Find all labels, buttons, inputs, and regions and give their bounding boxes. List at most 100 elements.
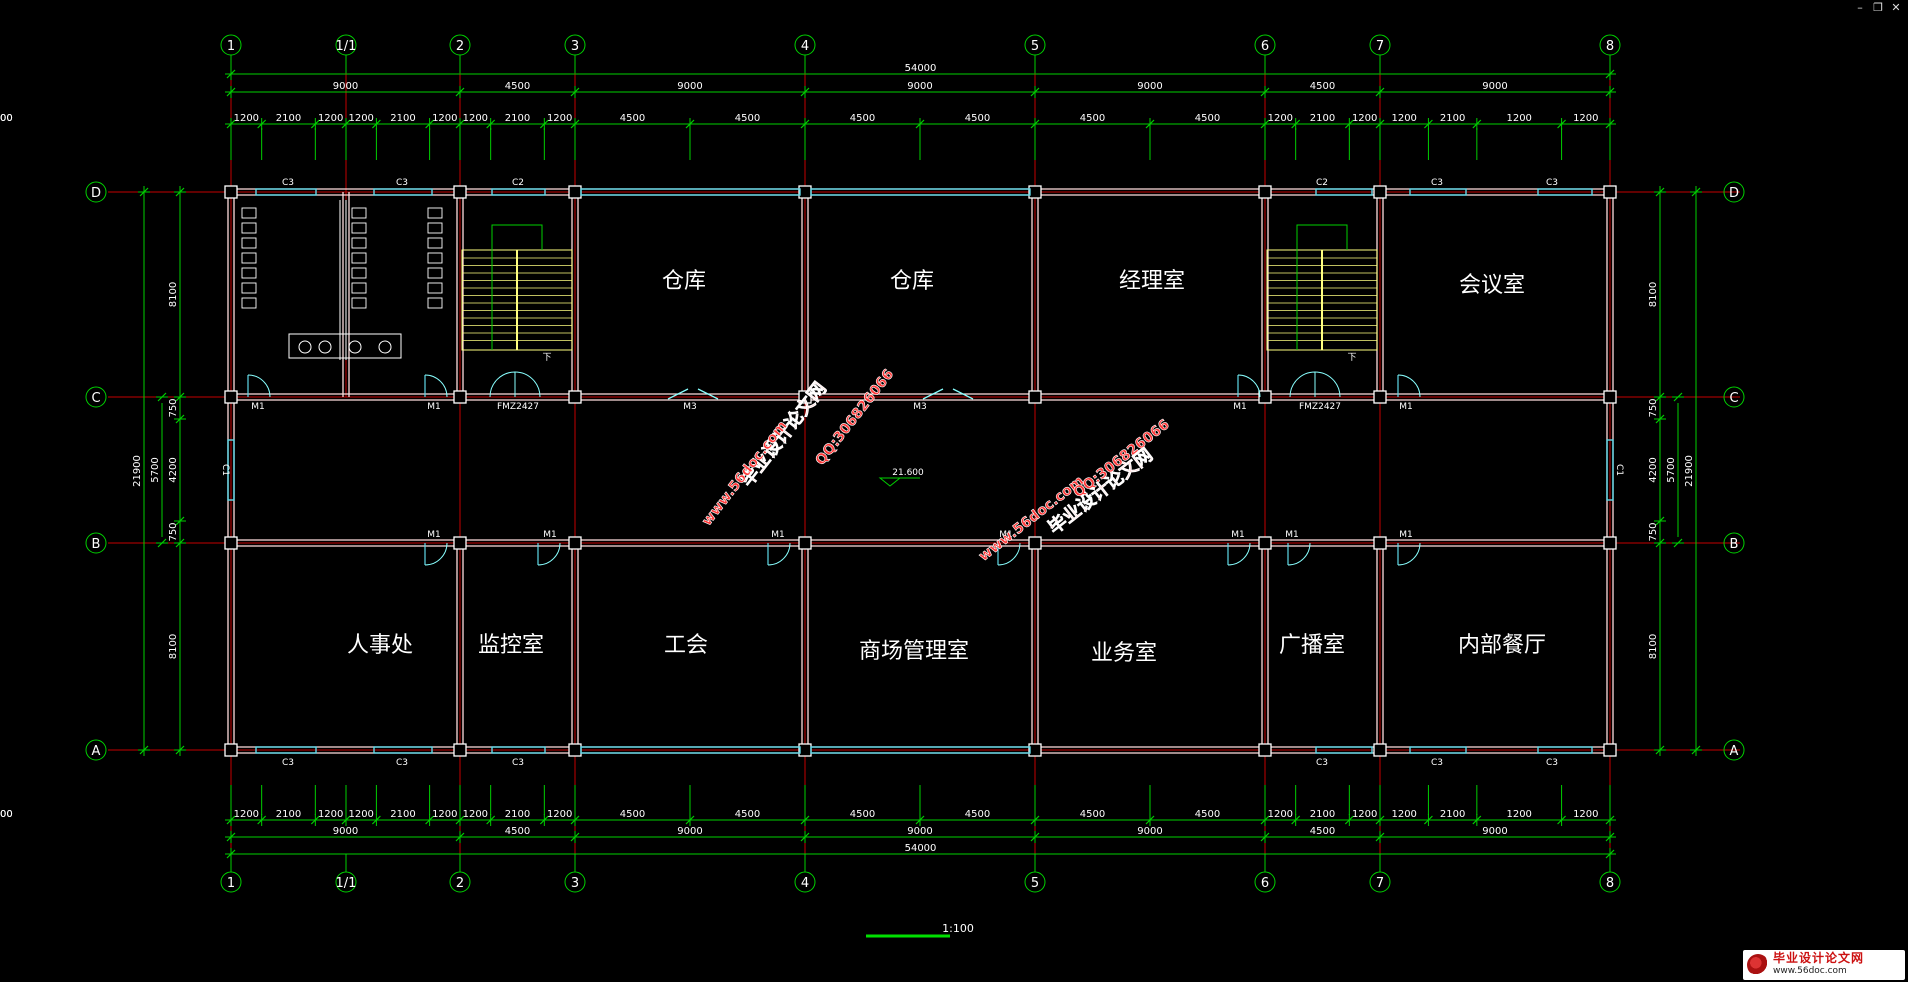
dim-text: 8100: [168, 282, 179, 307]
room-label: 人事处: [347, 633, 413, 658]
dim-text: 9000: [1482, 826, 1507, 837]
dim-slash: [425, 815, 435, 825]
door-swing: [424, 542, 448, 566]
grid-label-3: 3: [571, 39, 579, 54]
door-swing: [1227, 542, 1251, 566]
door-label: M1: [1231, 530, 1245, 540]
grid-label-7: 7: [1376, 39, 1384, 54]
grid-label-A: A: [1730, 744, 1739, 759]
window-label: C3: [512, 758, 524, 768]
column: [1373, 536, 1387, 550]
dim-text: 1200: [318, 809, 343, 820]
grid-label-1: 1: [227, 39, 235, 54]
scale-label: 1:100: [942, 922, 974, 935]
column: [224, 536, 238, 550]
door-leaf: [667, 388, 689, 400]
grid-label-C: C: [1729, 391, 1738, 406]
dim-slash: [1423, 119, 1433, 129]
minimize-button[interactable]: –: [1857, 1, 1863, 14]
close-button[interactable]: ✕: [1891, 1, 1901, 14]
dim-slash: [175, 414, 185, 424]
dim-text: 1200: [0, 809, 13, 820]
dim-text: 1200: [463, 809, 488, 820]
dim-slash: [1472, 119, 1482, 129]
door-swing: [767, 542, 791, 566]
column: [1373, 185, 1387, 199]
column: [798, 390, 812, 404]
stair-east: 下: [1266, 224, 1378, 363]
dim-slash: [1605, 849, 1615, 859]
logo-icon: [1747, 954, 1769, 976]
dim-slash: [157, 538, 167, 548]
dim-slash: [915, 119, 925, 129]
window-label: C3: [396, 758, 408, 768]
door-label: M1: [427, 530, 441, 540]
column: [1373, 390, 1387, 404]
door-label: M3: [683, 402, 697, 412]
sink-basin: [298, 340, 312, 354]
window: [1315, 746, 1373, 754]
room-label: 内部餐厅: [1458, 633, 1546, 658]
column: [1028, 185, 1042, 199]
dim-slash: [175, 745, 185, 755]
dim-text: 750: [168, 398, 179, 417]
dim-text: 1200: [1506, 809, 1531, 820]
watermark: 毕业设计论文网www.56doc.comQQ:306826066毕业设计论文网w…: [699, 366, 1173, 565]
room-label: 商场管理室: [859, 639, 969, 664]
column: [224, 743, 238, 757]
dim-text: 4500: [965, 113, 990, 124]
dim-slash: [1605, 87, 1615, 97]
restore-button[interactable]: ❐: [1873, 1, 1883, 14]
dim-slash: [226, 87, 236, 97]
stair-marker: 下: [542, 353, 551, 363]
dim-slash: [455, 119, 465, 129]
dim-slash: [1605, 119, 1615, 129]
room-label: 监控室: [478, 633, 544, 658]
fixture-right: [427, 297, 443, 309]
door-label: M3: [913, 402, 927, 412]
grid-label-6: 6: [1261, 876, 1269, 891]
column: [1258, 536, 1272, 550]
dim-slash: [139, 745, 149, 755]
dim-text: 4500: [1080, 809, 1105, 820]
dim-slash: [257, 815, 267, 825]
stair-arrow: [1296, 224, 1348, 350]
fixture-right: [427, 222, 443, 234]
stair-west: 下: [461, 224, 573, 363]
grid-label-6: 6: [1261, 39, 1269, 54]
door-swing: [537, 542, 561, 566]
dim-slash: [455, 815, 465, 825]
room-label: 会议室: [1459, 273, 1525, 298]
window: [255, 188, 317, 196]
dim-slash: [1260, 87, 1270, 97]
column: [453, 536, 467, 550]
column: [1028, 536, 1042, 550]
dim-text: 21900: [132, 455, 143, 487]
window-label: C3: [1546, 758, 1558, 768]
window-label: C3: [396, 178, 408, 188]
dim-text: 2100: [390, 113, 415, 124]
door-label: FMZ2427: [497, 402, 539, 412]
dim-text: 9000: [333, 81, 358, 92]
dim-text: 9000: [677, 81, 702, 92]
column: [453, 185, 467, 199]
dim-text: 4500: [1310, 826, 1335, 837]
grid-bubble: [1723, 532, 1745, 554]
dim-text: 4500: [1195, 809, 1220, 820]
grid-label-B: B: [92, 537, 101, 552]
dim-text: 1200: [547, 809, 572, 820]
dim-slash: [1030, 119, 1040, 129]
door-label: M1: [1399, 530, 1413, 540]
dim-text: 1200: [1352, 809, 1377, 820]
dim-slash: [226, 69, 236, 79]
column: [568, 185, 582, 199]
dim-text: 9000: [333, 826, 358, 837]
dim-text: 1200: [348, 809, 373, 820]
door-swing: [247, 374, 271, 398]
dim-slash: [1673, 538, 1683, 548]
dim-slash: [685, 119, 695, 129]
fixture-mid: [351, 252, 367, 264]
room-label: 仓库: [662, 269, 706, 294]
window: [491, 188, 546, 196]
